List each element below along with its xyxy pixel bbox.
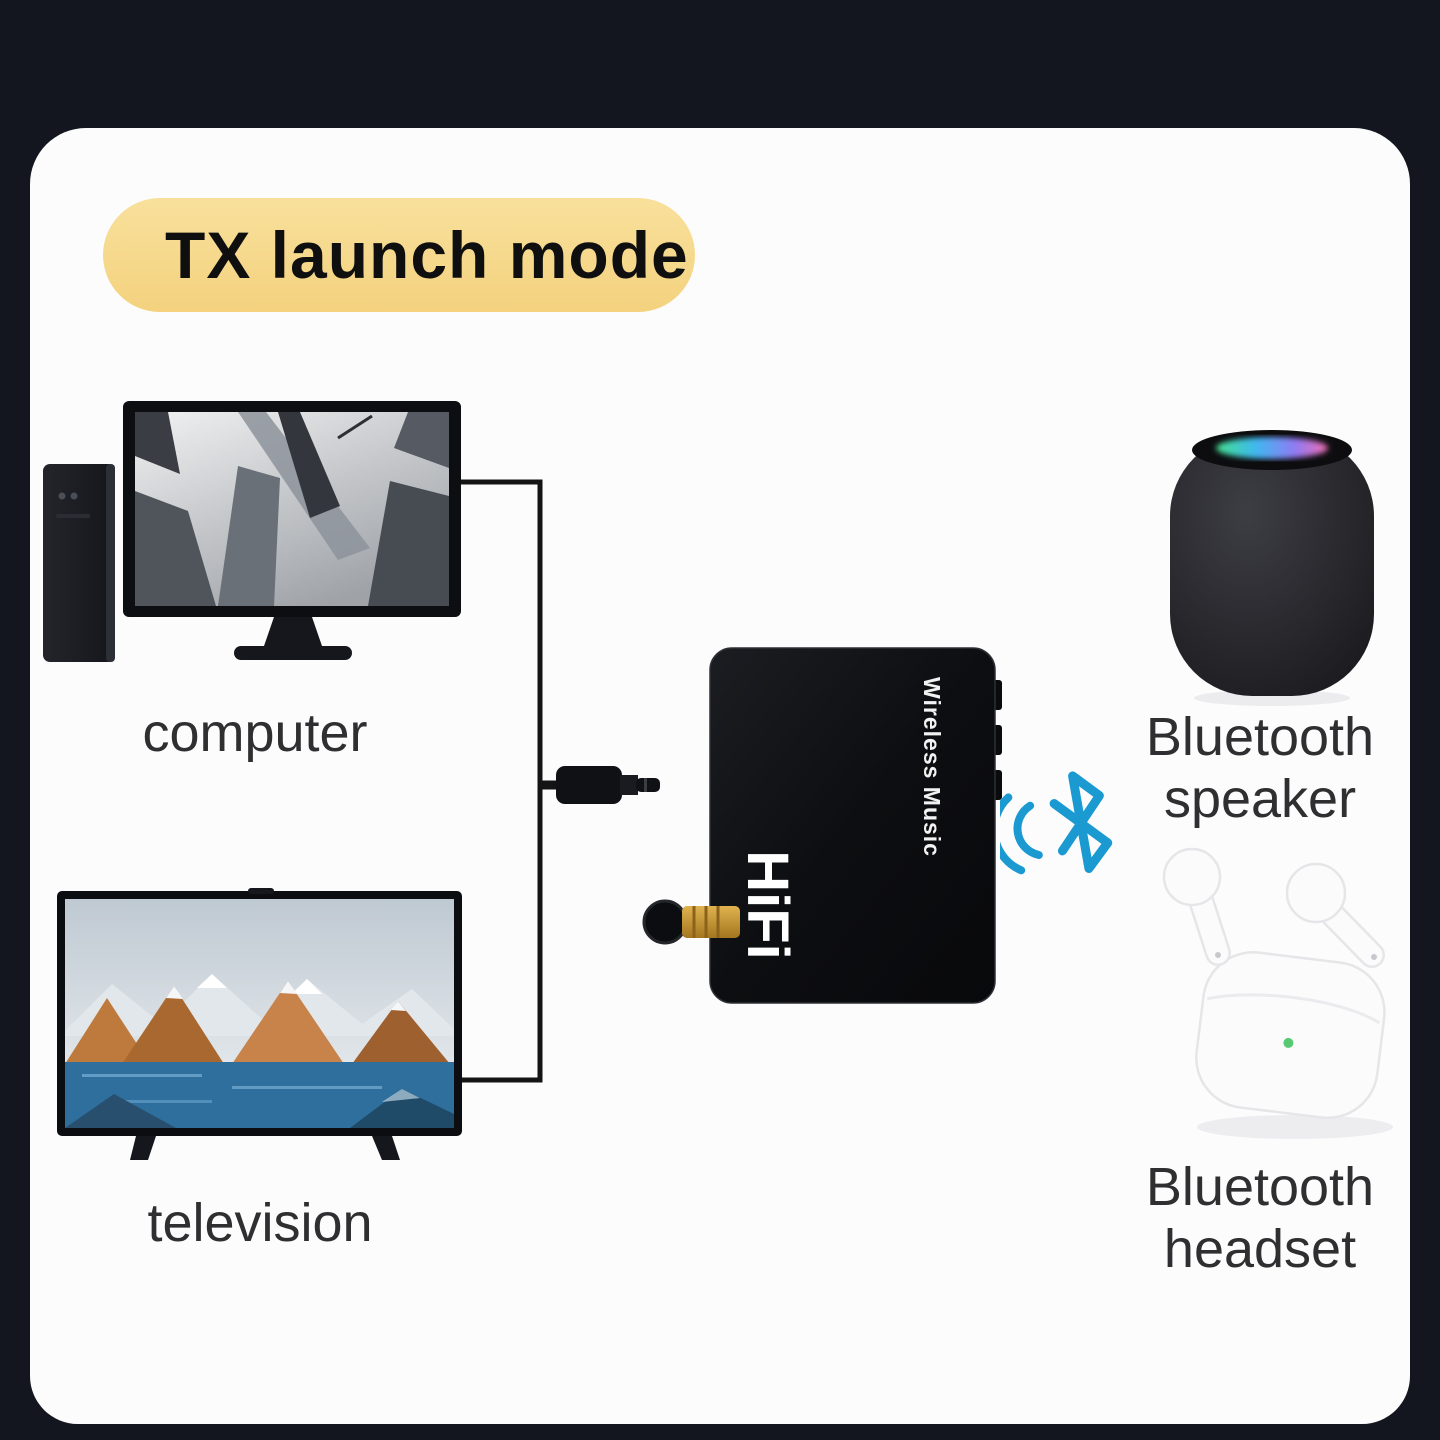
headset-label-line1: Bluetooth (1145, 1157, 1375, 1217)
page-title: TX launch mode (165, 218, 689, 292)
speaker-led-ring (1216, 437, 1328, 459)
tv-leg-right (372, 1136, 400, 1160)
device-brand-text: HiFi (735, 850, 800, 960)
headset-label-line2: headset (1163, 1219, 1357, 1279)
headset-label: Bluetooth headset (1085, 1156, 1435, 1280)
aux-plug-icon (556, 766, 660, 804)
case-led (1283, 1037, 1294, 1048)
speaker-label-line1: Bluetooth (1145, 707, 1375, 767)
computer-label: computer (75, 702, 435, 764)
bluetooth-icon (1000, 771, 1113, 875)
television-label-text: television (147, 1193, 373, 1253)
bluetooth-rune (1049, 771, 1113, 874)
monitor-stand-base (234, 646, 352, 660)
device-subtitle-text: Wireless Music (919, 677, 945, 857)
television-label: television (80, 1192, 440, 1254)
tv-leg-left (130, 1136, 156, 1160)
computer-icon (43, 401, 461, 662)
bluetooth-wave-inner (1013, 801, 1043, 860)
speaker-label-line2: speaker (1163, 769, 1357, 829)
title-highlight: TX launch mode (103, 198, 695, 312)
device-body (709, 647, 996, 1004)
tv-screen-image (65, 899, 454, 1128)
computer-tower (43, 464, 115, 662)
monitor-screen-image (135, 412, 449, 606)
television-icon (57, 888, 462, 1160)
tv-camera (248, 888, 274, 894)
speaker-body (1170, 434, 1374, 696)
computer-monitor (123, 401, 461, 660)
case-shadow (1197, 1115, 1393, 1139)
transmitter-device (642, 647, 1002, 1004)
earbuds-icon (1162, 847, 1393, 1139)
computer-label-text: computer (142, 703, 368, 763)
bluetooth-wave-outer (1000, 793, 1026, 875)
earbud-right (1285, 862, 1385, 968)
speaker-label: Bluetooth speaker (1085, 706, 1435, 830)
earbuds-case (1195, 951, 1386, 1120)
antenna-connector-icon (642, 899, 740, 945)
speaker-shadow (1194, 690, 1350, 706)
earbud-left (1162, 847, 1231, 966)
speaker-icon (1170, 430, 1374, 706)
monitor-stand-neck (264, 617, 322, 646)
